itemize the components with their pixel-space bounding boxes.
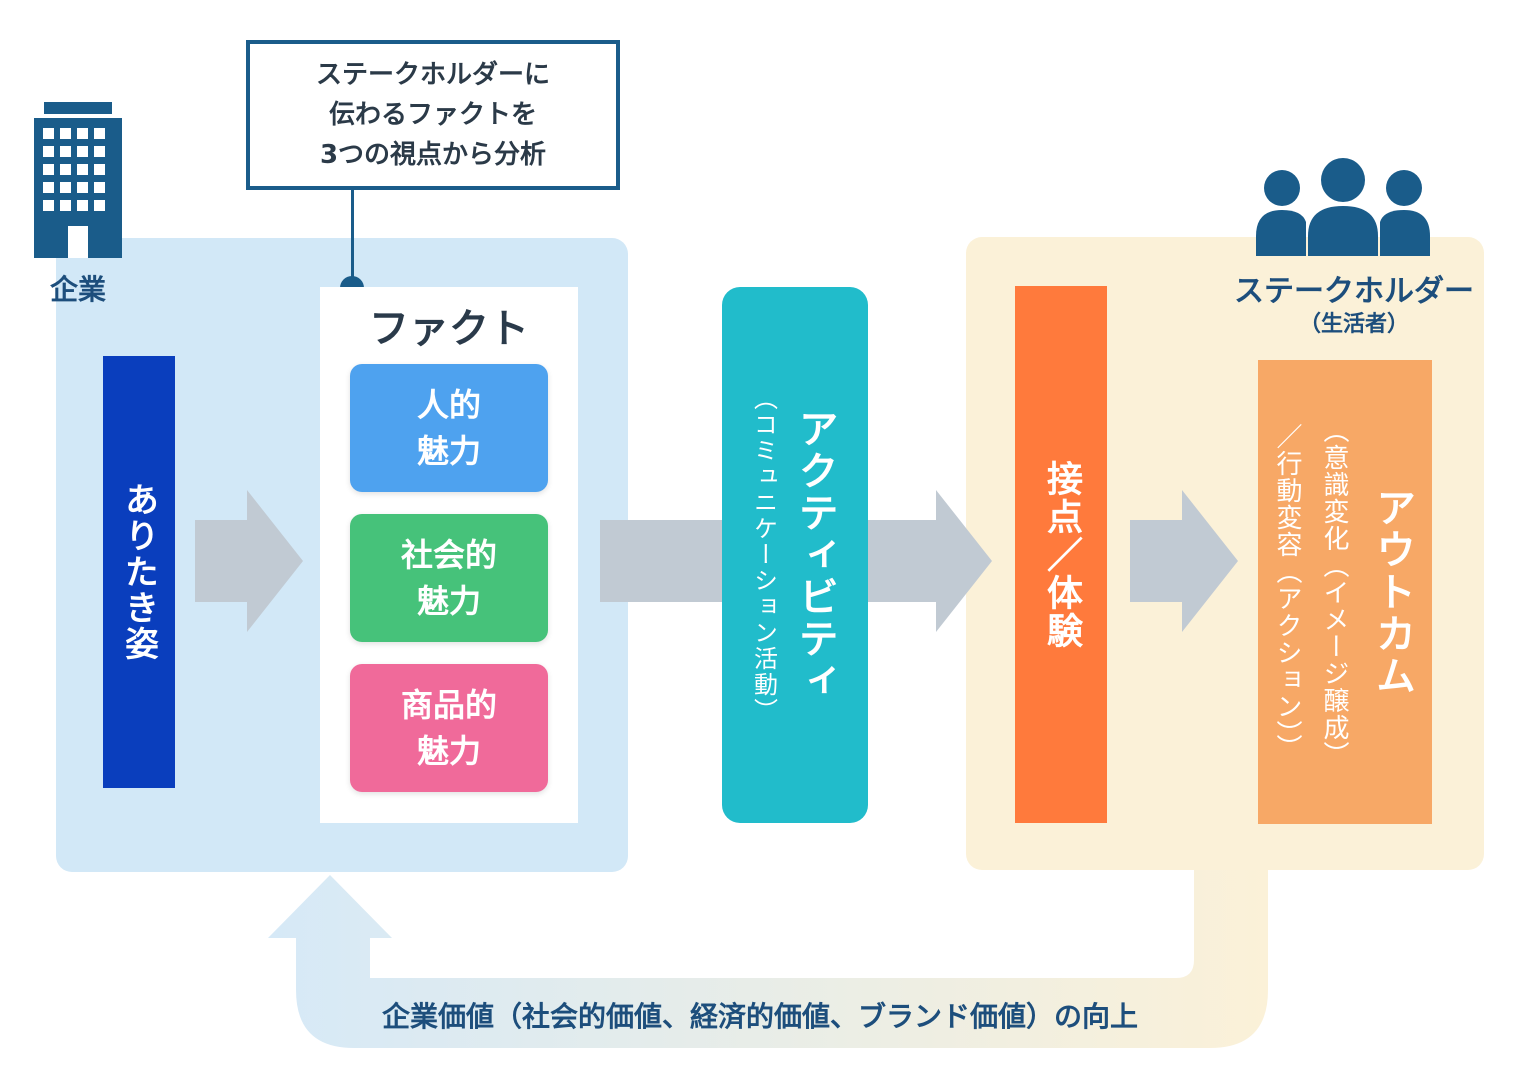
corporate-value-label: 企業価値（社会的価値、経済的価値、ブランド価値）の向上: [381, 1000, 1138, 1033]
fact-card-product: 商品的 魅力: [350, 664, 548, 792]
fact-card-product-line2: 魅力: [416, 732, 481, 770]
callout-line-1: ステークホルダーに: [315, 60, 550, 90]
people-icon: [1256, 158, 1430, 256]
callout-line-3: 3つの視点から分析: [319, 140, 547, 170]
touchpoint-bar: 接点／体験: [1015, 286, 1107, 823]
callout-connector: [351, 190, 354, 282]
stakeholder-label: ステークホルダー: [1234, 274, 1474, 309]
arrow-touchpoint-to-outcome: [1130, 490, 1238, 632]
fact-card-social-line2: 魅力: [416, 582, 481, 620]
company-label: 企業: [49, 273, 106, 306]
callout-box: ステークホルダーに 伝わるファクトを 3つの視点から分析: [246, 40, 620, 190]
fact-card-social: 社会的 魅力: [350, 514, 548, 642]
arrow-ideal-to-facts: [195, 490, 303, 632]
fact-card-product-line1: 商品的: [400, 686, 497, 724]
fact-card-human: 人的 魅力: [350, 364, 548, 492]
fact-title: ファクト: [369, 306, 529, 352]
activity-subtitle: （コミュニケーション活動）: [749, 386, 778, 724]
fact-card-human-line1: 人的: [416, 386, 481, 424]
outcome-sub-2: ／行動変容（アクション））: [1272, 423, 1302, 761]
outcome-bar: アウトカム （意識変化（イメージ醸成） ／行動変容（アクション））: [1258, 360, 1432, 824]
outcome-title: アウトカム: [1369, 487, 1415, 697]
callout-line-2: 伝わるファクトを: [328, 100, 537, 130]
ideal-state-bar: ありたき姿: [103, 356, 175, 788]
outcome-sub-1: （意識変化（イメージ醸成）: [1319, 416, 1349, 768]
fact-card-social-line1: 社会的: [400, 536, 497, 574]
building-icon: [34, 102, 122, 258]
activity-title: アクティビティ: [791, 408, 838, 702]
fact-card-human-line2: 魅力: [416, 432, 481, 470]
activity-box: アクティビティ （コミュニケーション活動）: [722, 287, 868, 823]
stakeholder-sublabel: （生活者）: [1298, 312, 1409, 337]
